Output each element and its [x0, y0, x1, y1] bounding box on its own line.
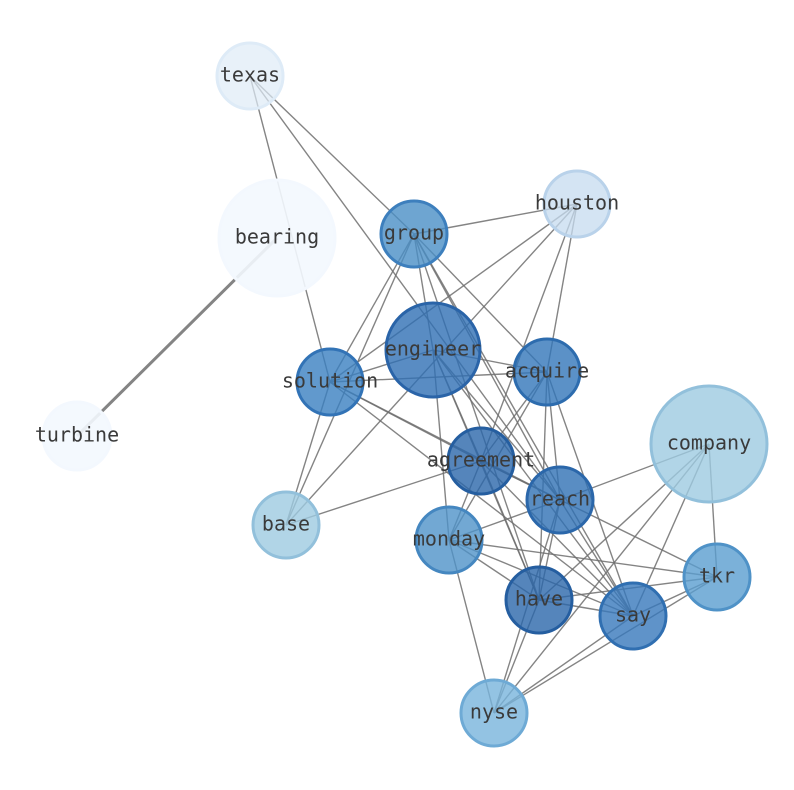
nodes-layer: texas bearing turbine houston group engineer s…: [35, 41, 769, 748]
node-circle-reach: [525, 465, 595, 535]
node-texas: texas: [215, 41, 285, 111]
node-tkr: tkr: [682, 542, 752, 612]
node-label-agreement: agreement: [427, 448, 535, 472]
node-label-say: say: [615, 603, 651, 627]
node-label-solution: solution: [282, 369, 378, 393]
node-circle-tkr: [682, 542, 752, 612]
node-label-houston: houston: [535, 191, 619, 215]
node-turbine: turbine: [35, 400, 119, 472]
node-agreement: agreement: [427, 426, 535, 496]
node-circle-nyse: [459, 678, 529, 748]
node-circle-texas: [215, 41, 285, 111]
node-circle-have: [504, 565, 574, 635]
node-nyse: nyse: [459, 678, 529, 748]
node-label-tkr: tkr: [699, 564, 735, 588]
node-circle-base: [251, 490, 321, 560]
node-reach: reach: [525, 465, 595, 535]
node-say: say: [598, 581, 668, 651]
edge-solution-say: [329, 381, 634, 617]
edge-agreement-say: [480, 460, 634, 617]
node-label-texas: texas: [220, 63, 280, 87]
edge-agreement-tkr: [480, 460, 718, 578]
node-label-have: have: [515, 587, 563, 611]
node-monday: monday: [413, 505, 485, 575]
node-solution: solution: [282, 347, 378, 417]
node-circle-group: [379, 199, 449, 269]
node-circle-turbine: [41, 400, 113, 472]
node-circle-acquire: [512, 337, 582, 407]
node-company: company: [649, 384, 769, 504]
edge-group-reach: [413, 233, 561, 501]
node-circle-solution: [295, 347, 365, 417]
edge-houston-solution: [329, 203, 578, 383]
node-label-reach: reach: [530, 487, 590, 511]
node-have: have: [504, 565, 574, 635]
node-label-base: base: [262, 512, 310, 536]
node-label-company: company: [667, 431, 751, 455]
node-circle-monday: [414, 505, 484, 575]
node-houston: houston: [535, 169, 619, 239]
node-base: base: [251, 490, 321, 560]
node-bearing: bearing: [217, 178, 337, 298]
node-engineer: engineer: [384, 301, 482, 399]
node-circle-say: [598, 581, 668, 651]
node-circle-agreement: [446, 426, 516, 496]
node-label-nyse: nyse: [470, 700, 518, 724]
edge-monday-tkr: [448, 539, 718, 578]
edge-group-say: [413, 233, 634, 617]
node-circle-company: [649, 384, 769, 504]
node-label-bearing: bearing: [235, 225, 319, 249]
node-circle-bearing: [217, 178, 337, 298]
node-circle-engineer: [384, 301, 482, 399]
node-label-turbine: turbine: [35, 423, 119, 447]
edge-houston-agreement: [480, 203, 578, 462]
node-circle-houston: [542, 169, 612, 239]
node-acquire: acquire: [505, 337, 589, 407]
node-label-group: group: [384, 221, 444, 245]
node-label-acquire: acquire: [505, 359, 589, 383]
edge-texas-reach: [249, 75, 561, 501]
edge-texas-group: [249, 75, 415, 235]
edge-group-have: [413, 233, 540, 601]
edge-tkr-nyse: [493, 576, 718, 714]
node-label-engineer: engineer: [385, 337, 481, 361]
node-label-monday: monday: [413, 527, 485, 551]
node-group: group: [379, 199, 449, 269]
